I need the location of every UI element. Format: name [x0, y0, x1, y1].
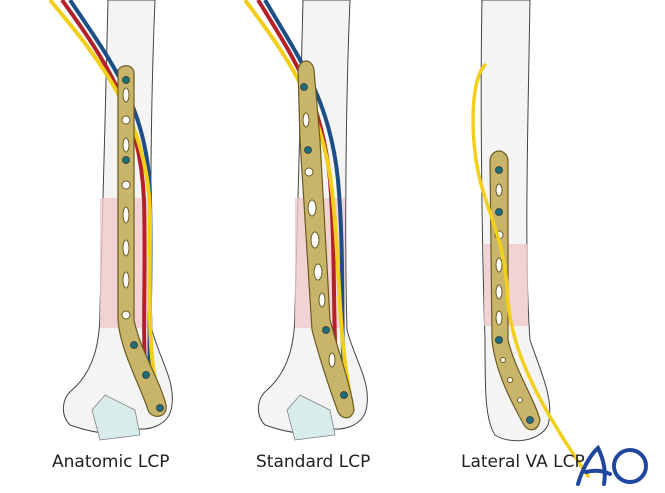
- ao-logo: [576, 444, 648, 486]
- standard-lcp-label: Standard LCP: [256, 452, 371, 472]
- anatomic-lcp-label: Anatomic LCP: [52, 452, 170, 472]
- lateral-va-lcp-label: Lateral VA LCP: [461, 452, 585, 472]
- anatomic-plate: [117, 65, 167, 417]
- standard-plate: [297, 60, 355, 419]
- anatomic-plate-holes: [121, 87, 131, 320]
- lateral-nerve-yellow: [471, 63, 590, 478]
- anatomic-artery-red: [60, 0, 148, 381]
- standard-plate-holes: [302, 112, 336, 368]
- anatomic-nerve-yellow: [48, 0, 157, 381]
- standard-nerve-yellow: [243, 0, 352, 396]
